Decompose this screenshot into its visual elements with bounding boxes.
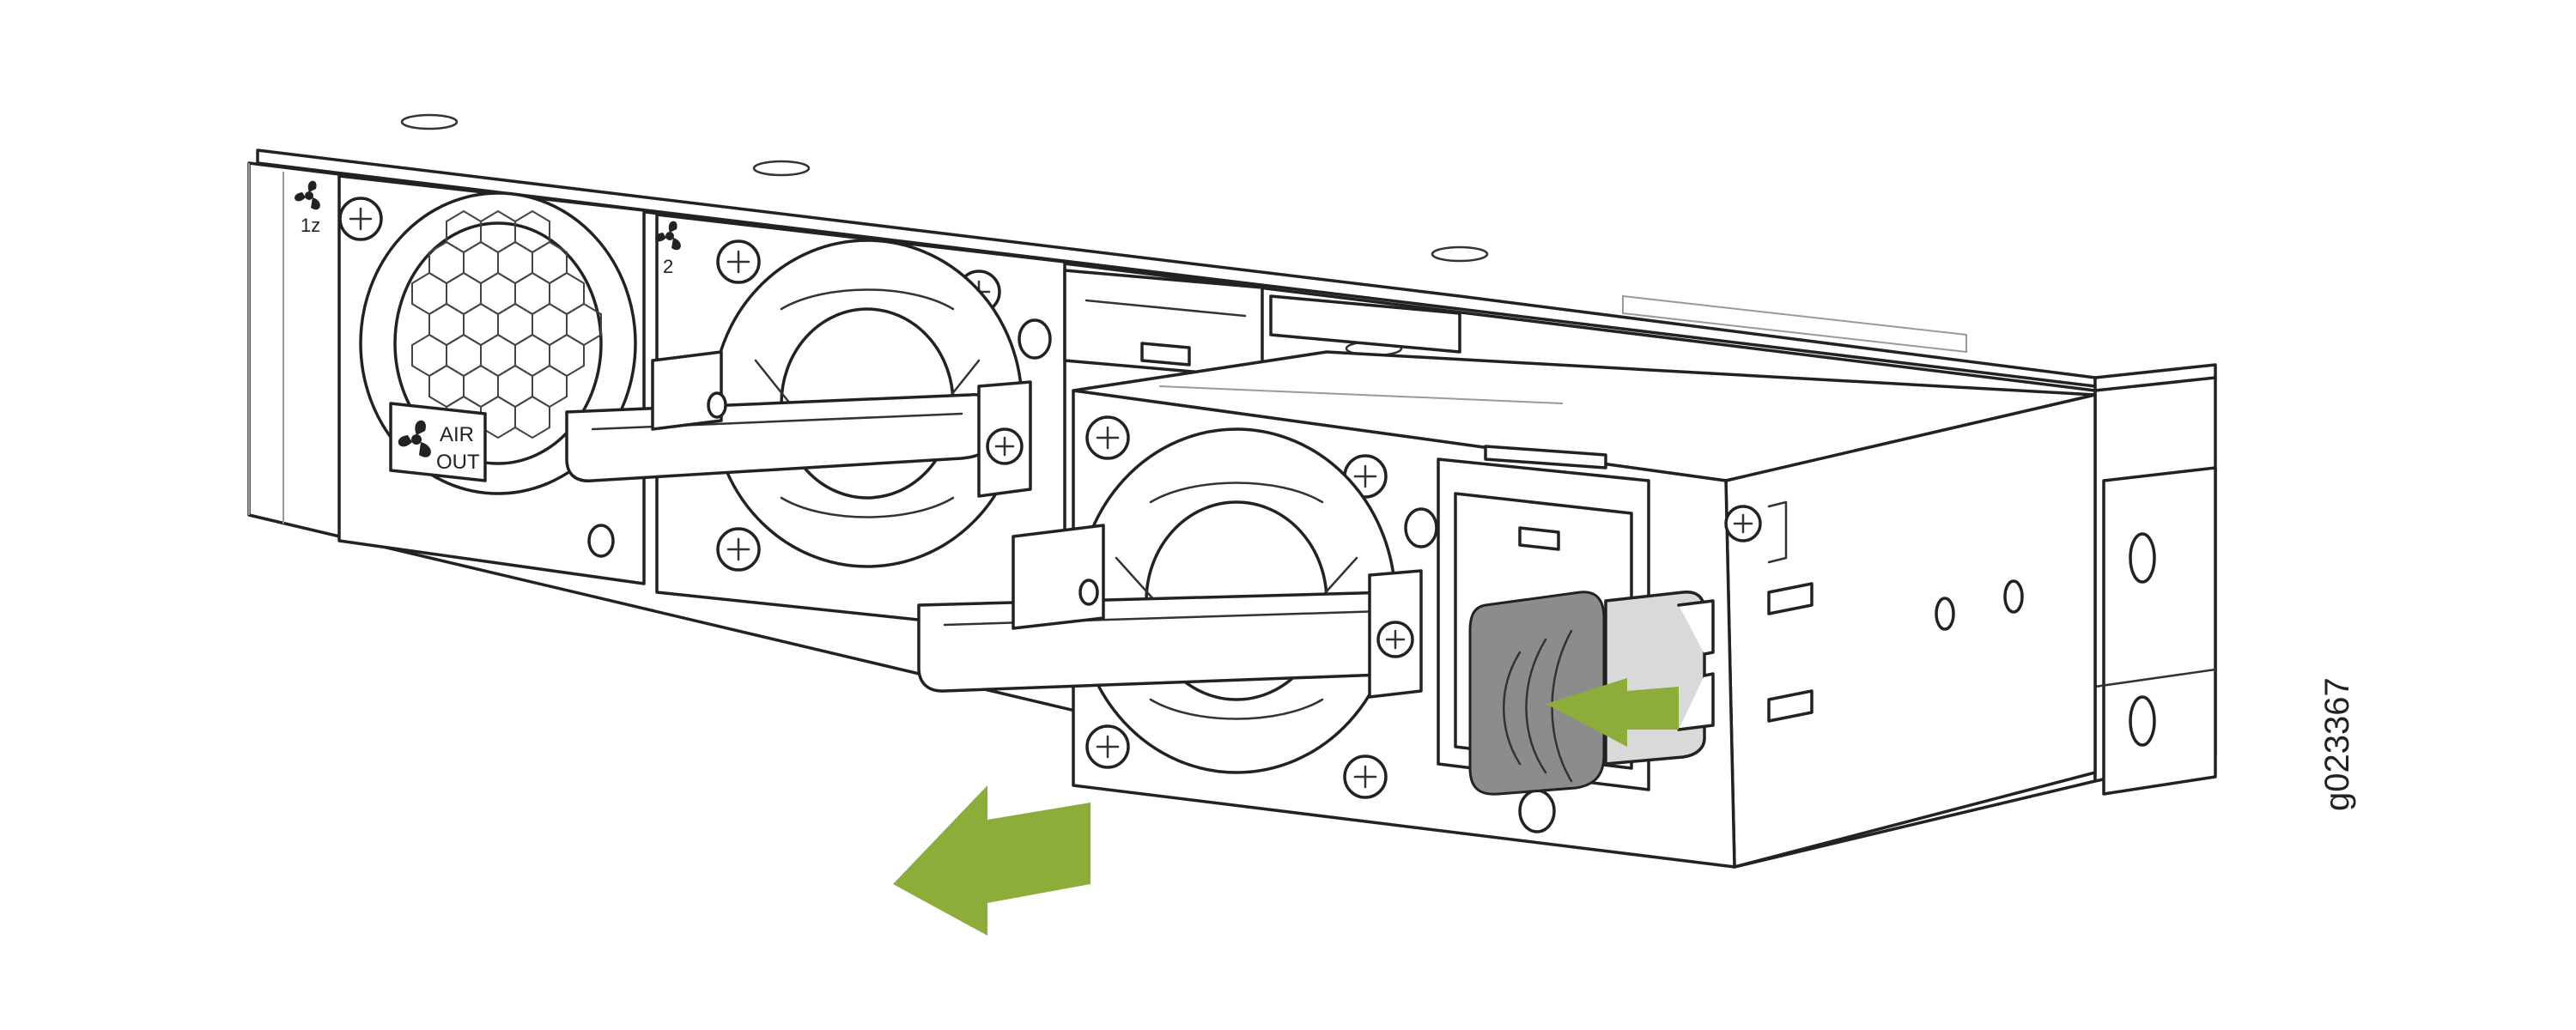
fan-slot-2-label: 2 xyxy=(663,256,673,277)
air-out-label: AIR OUT xyxy=(389,402,487,482)
screw-icon xyxy=(986,427,1024,465)
ear-hole-bottom xyxy=(2129,695,2156,747)
screw-icon xyxy=(1376,621,1414,658)
fan-icon xyxy=(655,221,681,251)
top-vent-1 xyxy=(400,113,459,130)
screw-icon xyxy=(1085,415,1130,460)
screw-icon xyxy=(1724,505,1762,542)
hex-grille xyxy=(411,209,602,439)
air-out-line2: OUT xyxy=(436,451,480,474)
push-latch-arrow-icon xyxy=(1546,678,1679,747)
fan-slot-1-label: 1z xyxy=(301,215,320,236)
fan-handle-rear xyxy=(565,350,1032,498)
ear-hole-top xyxy=(2129,532,2156,584)
screw-icon xyxy=(1343,754,1388,799)
figure-id: g023367 xyxy=(2318,677,2356,811)
removal-arrow-icon xyxy=(893,785,1091,936)
air-out-line1: AIR xyxy=(440,423,474,446)
top-vent-2 xyxy=(752,160,811,177)
psu-handle[interactable] xyxy=(917,524,1423,699)
screw-icon xyxy=(338,197,383,241)
fan-module-1: 1z AIR OUT xyxy=(295,174,646,585)
fan-icon xyxy=(398,420,431,457)
screw-icon xyxy=(716,239,761,284)
top-vent-3 xyxy=(1431,245,1489,263)
fan-icon xyxy=(295,180,320,210)
screw-icon xyxy=(716,527,761,572)
screw-icon xyxy=(1085,724,1130,769)
